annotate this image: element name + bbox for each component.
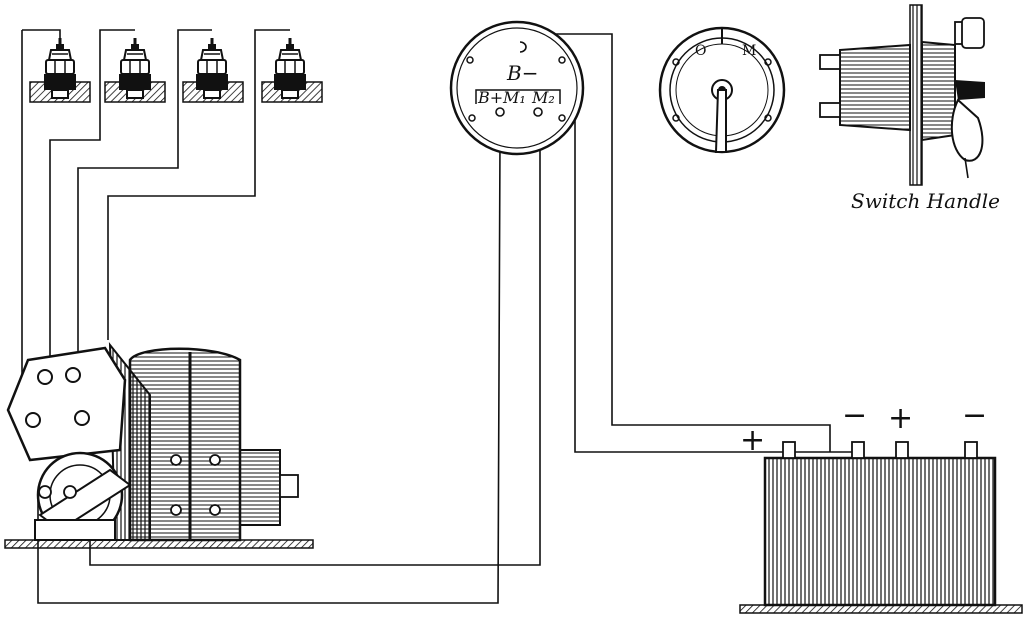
spark-plug-icon (272, 36, 308, 100)
battery-plus-left: + (740, 423, 765, 458)
callout-switch-handle: Switch Handle (851, 189, 1000, 213)
dial-off-label: O (695, 43, 706, 59)
dial-mag-label: M (742, 43, 756, 59)
battery-minus-1: − (842, 398, 867, 433)
wire-plug-2 (49, 29, 135, 370)
spark-plug-icon (117, 36, 153, 100)
wire-bplus-battery (574, 118, 860, 453)
spark-plug-3 (182, 36, 244, 103)
wire-plug-4 (107, 29, 290, 340)
magneto-icon (4, 342, 314, 549)
label-b-minus: B− (506, 61, 538, 85)
label-m2: M₂ (531, 88, 555, 107)
spark-plug-1 (29, 36, 91, 103)
ignition-switch-front: B− B+ M₁ M₂ (449, 20, 585, 156)
battery-plus-2: + (888, 401, 913, 436)
battery-minus-2: − (962, 398, 987, 433)
ignition-switch-side (819, 4, 985, 186)
label-b-plus: B+ (477, 88, 503, 107)
spark-plug-icon (194, 36, 230, 100)
wire-plug-1 (22, 29, 61, 40)
spark-plug-2 (104, 36, 166, 103)
label-m1: M₁ (502, 88, 526, 107)
battery-icon (739, 441, 1023, 614)
wire-plug-3 (77, 29, 212, 375)
ignition-switch-icon: O M (658, 26, 786, 154)
spark-plug-4 (261, 36, 323, 103)
spark-plug-icon (42, 36, 78, 100)
